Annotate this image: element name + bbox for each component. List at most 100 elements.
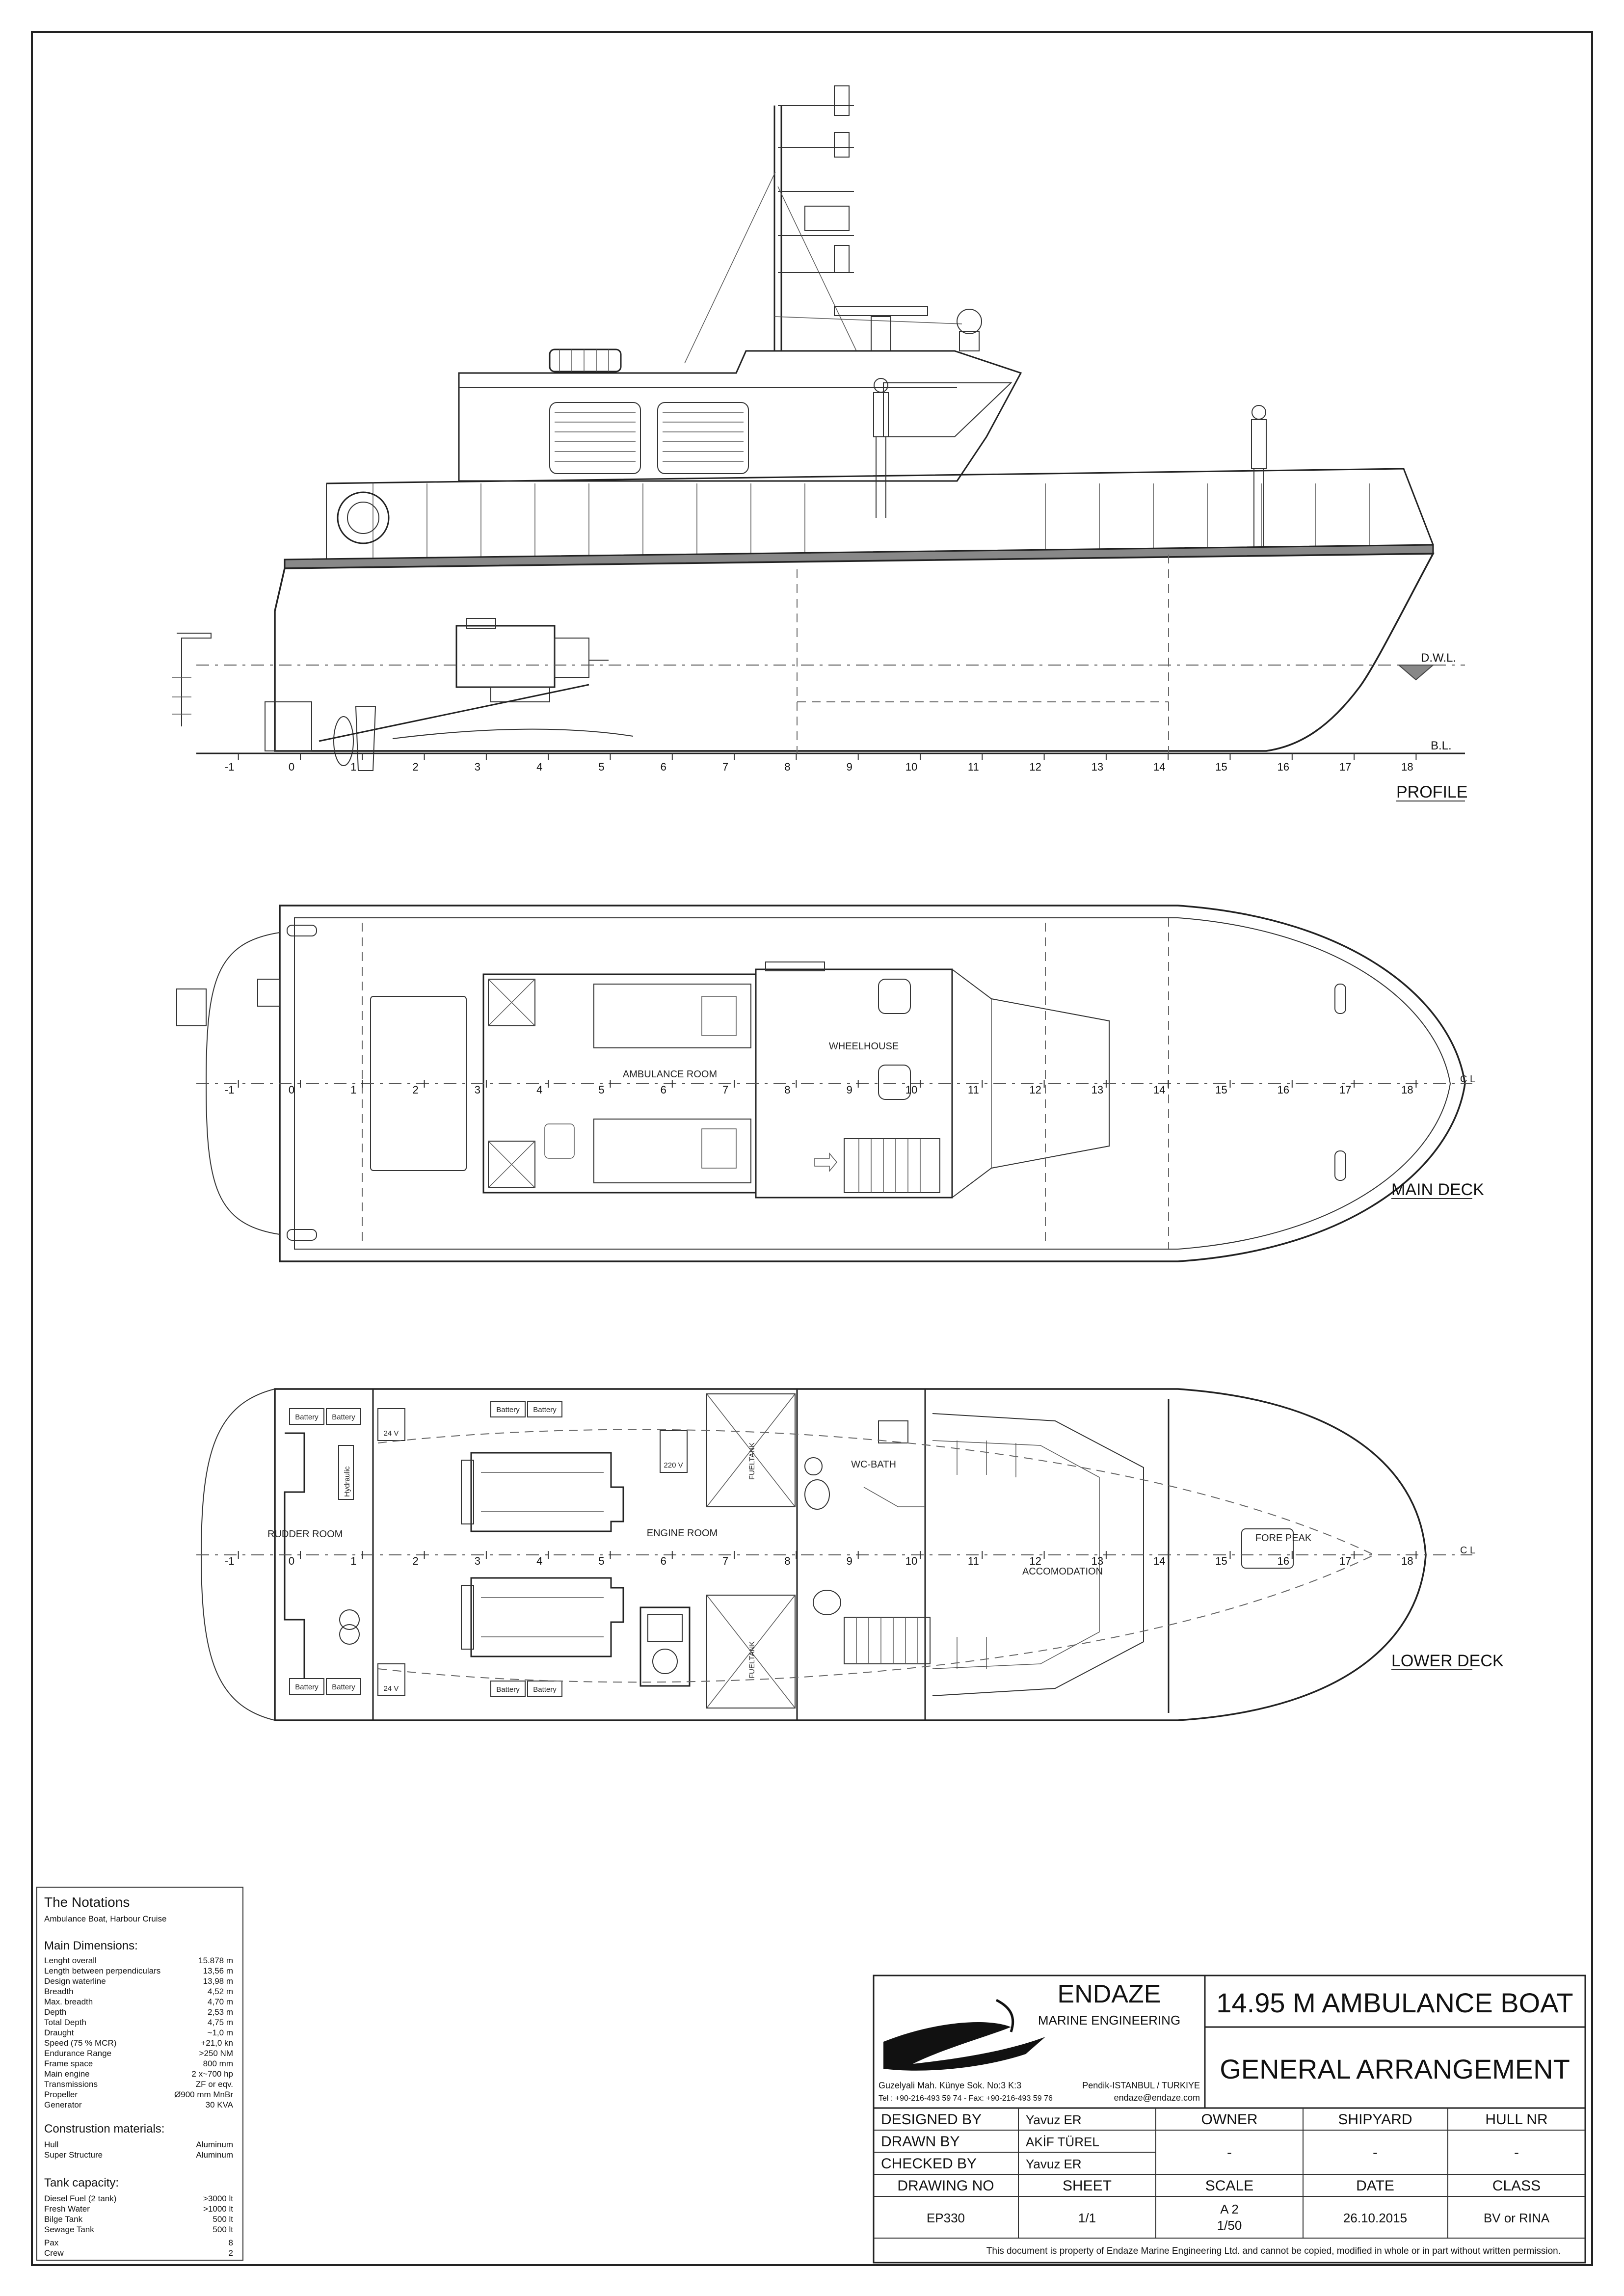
lower-stairs — [844, 1617, 931, 1664]
drawing-no-value: EP330 — [927, 2211, 965, 2225]
frame-number: 10 — [905, 761, 917, 773]
checked-by-label: CHECKED BY — [881, 2156, 977, 2172]
frame-number: 11 — [968, 761, 979, 773]
passenger-figure — [1251, 405, 1267, 547]
drawn-by-value: AKİF TÜREL — [1026, 2135, 1099, 2149]
spec-value: >250 NM — [199, 2049, 233, 2058]
svg-text:Battery: Battery — [332, 1413, 355, 1421]
svg-text:Battery: Battery — [496, 1685, 520, 1694]
helm-seat-port — [878, 979, 911, 1014]
hull-nr-label: HULL NR — [1485, 2111, 1547, 2128]
spec-key: Propeller — [44, 2090, 78, 2099]
date-label: DATE — [1356, 2178, 1394, 2194]
owner-label: OWNER — [1201, 2111, 1258, 2128]
profile-view: D.W.L. B.L. -101234567891011121314151617… — [172, 85, 1467, 801]
boarding-ladder — [176, 988, 207, 1026]
frame-number: 15 — [1215, 761, 1227, 773]
spec-value: >1000 lt — [203, 2204, 233, 2214]
notations-box: The Notations Ambulance Boat, Harbour Cr… — [36, 1887, 243, 2261]
frame-number: 10 — [905, 1555, 917, 1567]
spec-key: Sewage Tank — [44, 2225, 94, 2234]
main-dimensions-title: Main Dimensions: — [44, 1939, 138, 1952]
mast — [684, 85, 962, 364]
class-value: BV or RINA — [1484, 2211, 1550, 2225]
generator — [639, 1606, 691, 1687]
battery-boxes: Battery Battery Battery Battery Battery … — [289, 1401, 562, 1697]
lower-deck-label: LOWER DECK — [1391, 1652, 1504, 1670]
searchlight — [957, 309, 982, 334]
disclaimer: This document is property of Endaze Mari… — [986, 2246, 1561, 2256]
company-name: ENDAZE — [1058, 1980, 1161, 2008]
sheet-value: 1/1 — [1078, 2211, 1096, 2225]
frame-number: 6 — [661, 761, 666, 773]
spec-value: 2,53 m — [208, 2007, 233, 2017]
spec-value: 2 x~700 hp — [191, 2069, 233, 2079]
svg-text:Battery: Battery — [295, 1683, 319, 1691]
frame-number: 0 — [289, 1084, 294, 1096]
fuel-tank-starboard: FUELTANK — [706, 1595, 796, 1709]
frame-number: 17 — [1339, 1555, 1351, 1567]
frame-number: 4 — [536, 1084, 542, 1096]
spec-value: 2 — [229, 2248, 233, 2258]
frame-number: 17 — [1339, 761, 1351, 773]
hull-nr-value: - — [1514, 2144, 1519, 2161]
seat — [813, 1590, 841, 1615]
spec-key: Max. breadth — [44, 1997, 93, 2006]
scale-label: SCALE — [1205, 2178, 1253, 2194]
wheelhouse-label: WHEELHOUSE — [829, 1041, 899, 1052]
materials-title: Construstion materials: — [44, 2122, 164, 2136]
profile-label: PROFILE — [1396, 783, 1467, 801]
frame-number: 0 — [289, 1555, 294, 1567]
shipyard-value: - — [1373, 2144, 1378, 2161]
class-label: CLASS — [1492, 2178, 1541, 2194]
svg-text:220 V: 220 V — [664, 1461, 683, 1469]
phone: Tel : +90-216-493 59 74 - Fax: +90-216-4… — [879, 2094, 1053, 2103]
spec-key: Design waterline — [44, 1976, 106, 1986]
spec-key: Breadth — [44, 1987, 74, 1996]
main-deck-label: MAIN DECK — [1391, 1180, 1484, 1199]
steering-gear — [284, 1432, 305, 1679]
frame-number: 13 — [1092, 1084, 1103, 1096]
frame-number: 14 — [1153, 1555, 1165, 1567]
spec-key: Speed (75 % MCR) — [44, 2038, 116, 2048]
superstructure — [458, 350, 1022, 482]
frame-number: 2 — [412, 1084, 418, 1096]
frame-number: 4 — [536, 761, 542, 773]
svg-text:24 V: 24 V — [384, 1429, 399, 1438]
spec-key: Endurance Range — [44, 2049, 111, 2058]
stretcher-bottom — [593, 1119, 751, 1183]
spec-value: 4,52 m — [208, 1987, 233, 1996]
notations-subtitle: Ambulance Boat, Harbour Cruise — [44, 1914, 166, 1923]
svg-text:Battery: Battery — [332, 1683, 355, 1691]
checked-by-value: Yavuz ER — [1026, 2157, 1082, 2171]
propeller-shaft — [319, 684, 589, 742]
designed-by-value: Yavuz ER — [1026, 2112, 1082, 2127]
spec-key: Crew — [44, 2248, 64, 2258]
frame-number: 1 — [350, 761, 356, 773]
notations-title: The Notations — [44, 1895, 130, 1910]
svg-text:Battery: Battery — [533, 1406, 557, 1414]
frame-number: 1 — [350, 1084, 356, 1096]
lower-deck-view: Battery Battery Battery Battery Battery … — [196, 1388, 1504, 1721]
spec-key: Lenght overall — [44, 1956, 97, 1965]
stretcher-top — [593, 984, 751, 1048]
main-engine-starboard — [461, 1577, 624, 1657]
frame-number: 15 — [1215, 1084, 1227, 1096]
svg-text:Battery: Battery — [533, 1685, 557, 1694]
spec-value: 4,75 m — [208, 2018, 233, 2027]
24v-panel-starboard — [377, 1663, 405, 1696]
frame-number: 13 — [1092, 761, 1103, 773]
frame-number: 8 — [784, 1084, 790, 1096]
main-engine-port — [461, 1452, 624, 1532]
accomodation-label: ACCOMODATION — [1022, 1566, 1103, 1577]
address: Guzelyali Mah. Künye Sok. No:3 K:3 — [879, 2081, 1021, 2090]
frame-number: 18 — [1401, 761, 1413, 773]
rudder — [355, 706, 376, 771]
spec-value: 8 — [229, 2238, 233, 2247]
spec-value: >3000 lt — [203, 2194, 233, 2203]
frame-number: 13 — [1092, 1555, 1103, 1567]
frame-number: 3 — [475, 1555, 480, 1567]
owner-value: - — [1227, 2144, 1232, 2161]
